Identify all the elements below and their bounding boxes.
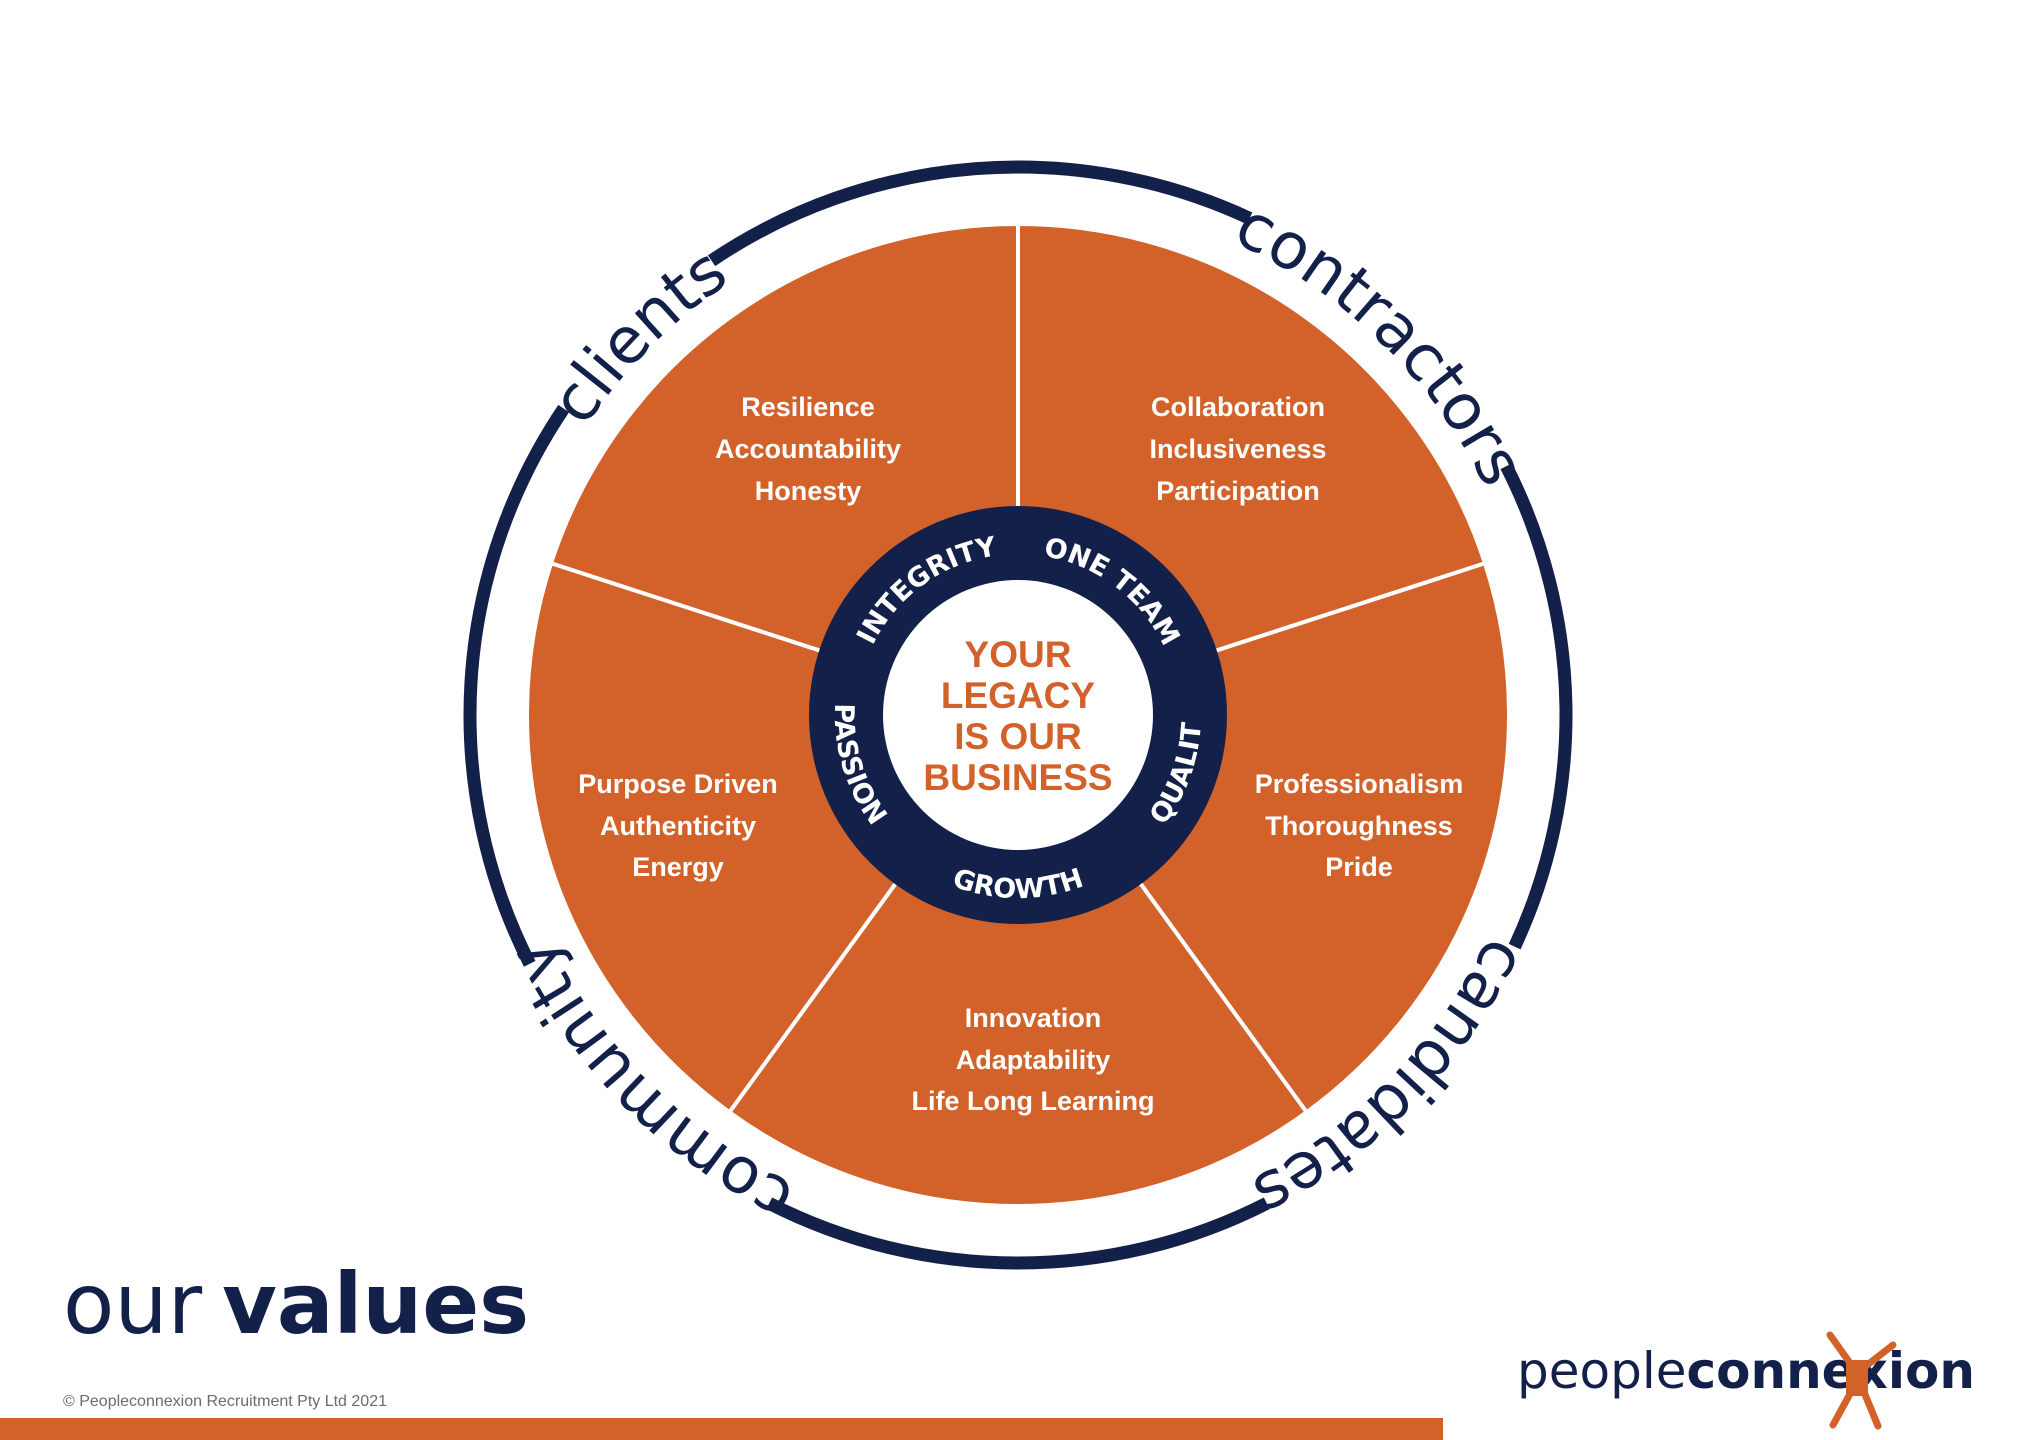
value-text: Authenticity: [600, 811, 756, 841]
slogan-line: YOUR: [965, 634, 1072, 675]
jumping-person-icon: [1826, 1331, 1897, 1430]
outer-arc: [1500, 463, 1573, 950]
value-text: Professionalism: [1255, 769, 1464, 799]
slogan-line: LEGACY: [941, 675, 1096, 716]
copyright: © Peopleconnexion Recruitment Pty Ltd 20…: [63, 1393, 387, 1410]
outer-arc: [766, 1197, 1270, 1270]
value-text: Adaptability: [956, 1045, 1111, 1075]
value-text: Collaboration: [1151, 392, 1325, 422]
peopleconnexion-logo: peopleconnexion: [1517, 1331, 1975, 1430]
slogan-line: BUSINESS: [923, 757, 1112, 798]
outer-ring-arcs: [463, 160, 1573, 1270]
value-text: Purpose Driven: [578, 769, 778, 799]
value-text: Honesty: [755, 476, 862, 506]
segment-resilience: Resilience Accountability Honesty: [715, 392, 901, 506]
outer-arc: [707, 160, 1253, 267]
logo-text-light: people: [1517, 1342, 1686, 1400]
value-text: Life Long Learning: [912, 1086, 1155, 1116]
value-text: Inclusiveness: [1149, 434, 1326, 464]
footer-bar: [0, 1418, 1443, 1440]
svg-text:peopleconnexion: peopleconnexion: [1517, 1342, 1975, 1400]
value-text: Pride: [1325, 852, 1393, 882]
value-text: Resilience: [741, 392, 875, 422]
segment-collaboration: Collaboration Inclusiveness Participatio…: [1149, 392, 1326, 506]
title-light: our: [63, 1255, 203, 1353]
logo-text-bold: connexion: [1686, 1342, 1974, 1400]
value-text: Accountability: [715, 434, 901, 464]
value-text: Participation: [1156, 476, 1320, 506]
segment-professionalism: Professionalism Thoroughness Pride: [1255, 769, 1464, 882]
slogan-line: IS OUR: [954, 716, 1081, 757]
outer-arc: [463, 404, 570, 967]
center-circle: [883, 580, 1153, 850]
segment-innovation: Innovation Adaptability Life Long Learni…: [912, 1003, 1155, 1116]
value-text: Innovation: [965, 1003, 1102, 1033]
center-slogan: YOUR LEGACY IS OUR BUSINESS: [923, 634, 1112, 798]
value-segment: [726, 711, 1310, 1209]
value-text: Energy: [632, 852, 724, 882]
title-bold: values: [222, 1255, 529, 1353]
value-text: Thoroughness: [1265, 811, 1453, 841]
segment-purpose-driven: Purpose Driven Authenticity Energy: [578, 769, 778, 882]
